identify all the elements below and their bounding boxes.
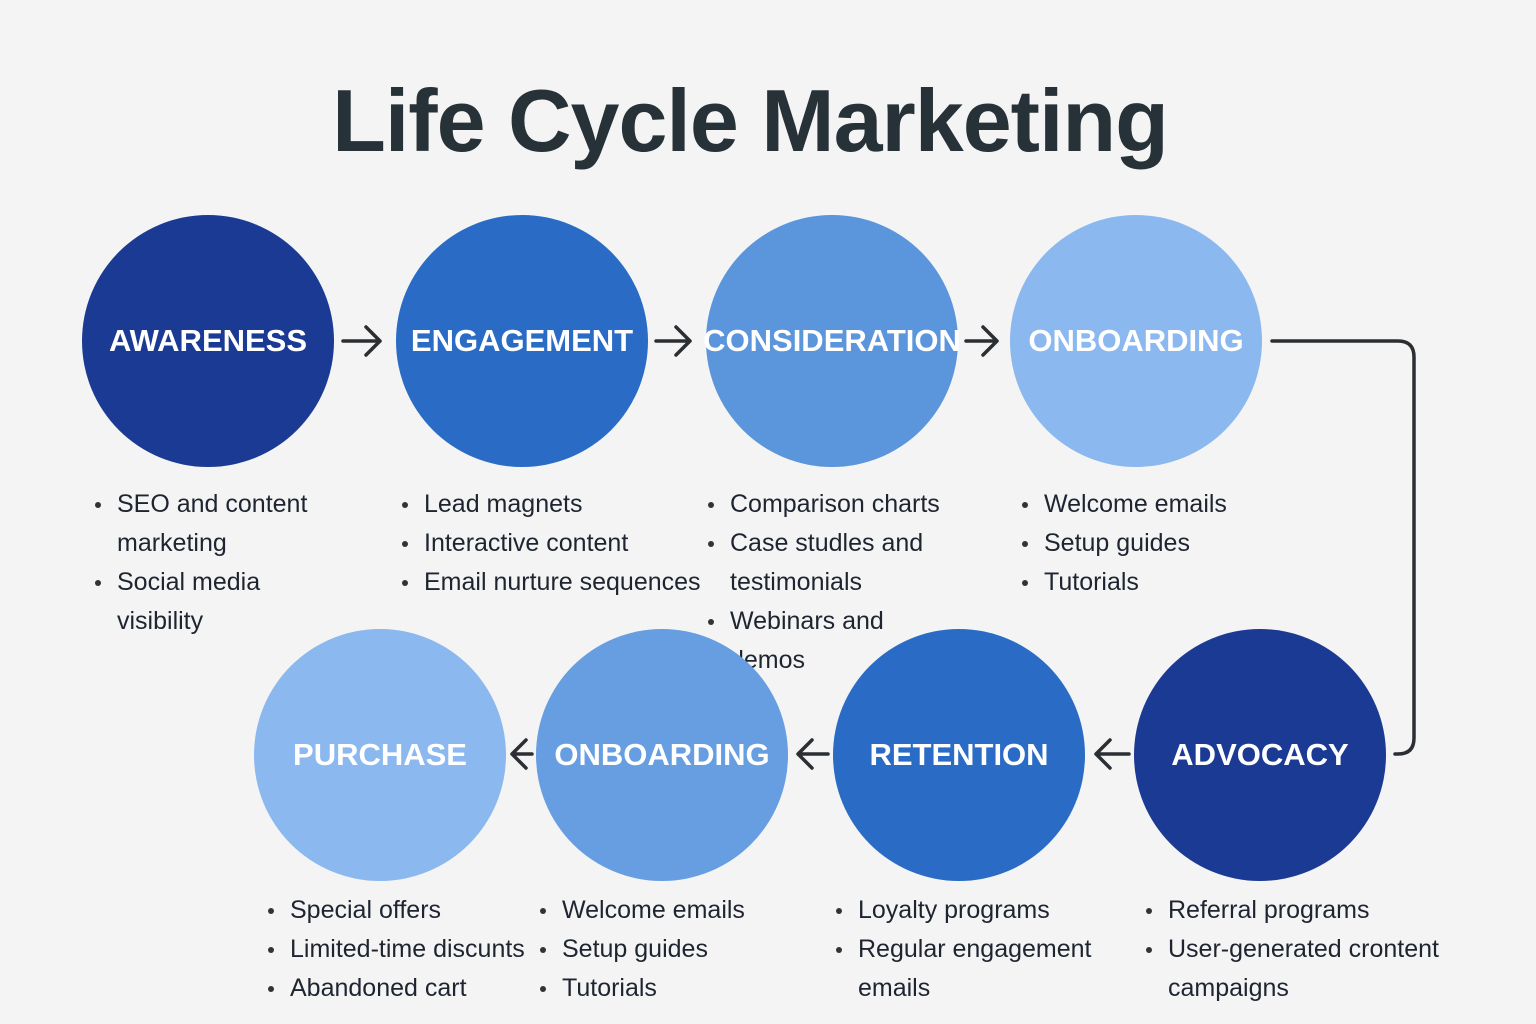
list-item: Referral programs [1146, 891, 1476, 930]
stage-label: PURCHASE [293, 737, 467, 772]
stage-label: ENGAGEMENT [410, 323, 634, 358]
arrow-left-icon [1094, 738, 1131, 770]
list-item: Abandoned cart [268, 969, 558, 1008]
stage-label: AWARENESS [108, 323, 308, 358]
stage-label: RETENTION [869, 737, 1049, 772]
list-item: Setup guides [1022, 524, 1322, 563]
stage-circle-retention: RETENTION [833, 629, 1085, 881]
list-item: Welcome emails [540, 891, 780, 930]
stage-circle-awareness: AWARENESS [82, 215, 334, 467]
list-item: Tutorials [540, 969, 780, 1008]
stage-circle-onboarding: ONBOARDING [536, 629, 788, 881]
list-item: Email nurture sequences [402, 563, 722, 602]
list-item: Limited-time discunts [268, 930, 558, 969]
list-item: Welcome emails [1022, 485, 1322, 524]
list-item: Social media visibility [95, 563, 335, 641]
stage-circle-onboarding: ONBOARDING [1010, 215, 1262, 467]
list-item: Regular engagement emails [836, 930, 1116, 1008]
list-item: User-generated crontent campaigns [1146, 930, 1476, 1008]
stage-circle-purchase: PURCHASE [254, 629, 506, 881]
list-item: SEO and content marketing [95, 485, 335, 563]
stage-label: ONBOARDING [1028, 323, 1244, 358]
list-item: Comparison charts [708, 485, 958, 524]
arrow-left-icon [510, 738, 534, 770]
page-title: Life Cycle Marketing [332, 71, 1169, 170]
list-item: Lead magnets [402, 485, 722, 524]
arrow-left-icon [796, 738, 830, 770]
list-item: Tutorials [1022, 563, 1322, 602]
list-item: Special offers [268, 891, 558, 930]
stage-label: ONBOARDING [554, 737, 770, 772]
stage-circle-consideration: CONSIDERATION [703, 215, 961, 467]
arrow-right-icon [654, 325, 692, 357]
list-item: Case studles and testimonials [708, 524, 958, 602]
stage-circle-advocacy: ADVOCACY [1134, 629, 1386, 881]
list-item: Interactive content [402, 524, 722, 563]
connector-line [1270, 339, 1416, 756]
arrow-right-icon [341, 325, 382, 357]
stage-label: CONSIDERATION [703, 323, 961, 358]
list-item: Setup guides [540, 930, 780, 969]
arrow-right-icon [964, 325, 999, 357]
list-item: Loyalty programs [836, 891, 1116, 930]
stage-circle-engagement: ENGAGEMENT [396, 215, 648, 467]
stage-label: ADVOCACY [1171, 737, 1349, 772]
